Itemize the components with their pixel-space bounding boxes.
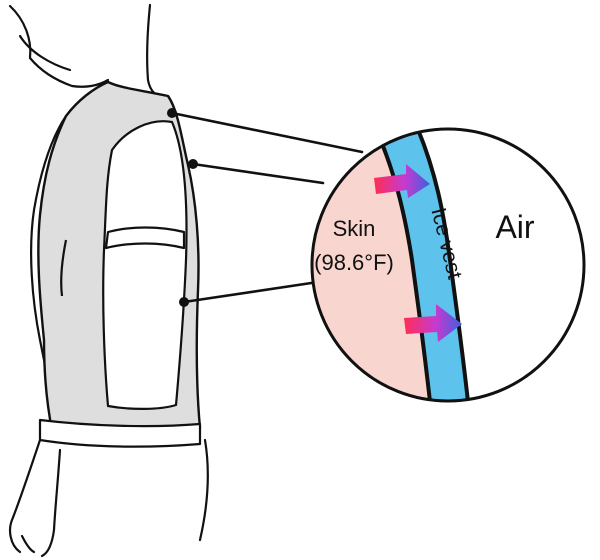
upper-arm-shape bbox=[103, 121, 186, 409]
callout-dot-middle bbox=[188, 159, 198, 169]
neck-outline bbox=[10, 6, 108, 87]
callout-line-middle bbox=[193, 164, 323, 183]
callout-line-bottom bbox=[184, 282, 318, 302]
callout-dot-top bbox=[167, 108, 177, 118]
skin-label: Skin bbox=[333, 216, 376, 241]
air-label: Air bbox=[495, 209, 534, 245]
forearm-inner-outline bbox=[42, 450, 60, 556]
callout-dot-bottom bbox=[179, 297, 189, 307]
chin-line bbox=[20, 36, 70, 70]
forearm-outline bbox=[10, 440, 40, 552]
ear-line bbox=[147, 5, 168, 100]
callout-line-top bbox=[172, 113, 362, 152]
skin-temperature-label: (98.6°F) bbox=[314, 250, 394, 275]
hip-outline bbox=[200, 440, 208, 540]
thumb-outline bbox=[22, 536, 34, 552]
